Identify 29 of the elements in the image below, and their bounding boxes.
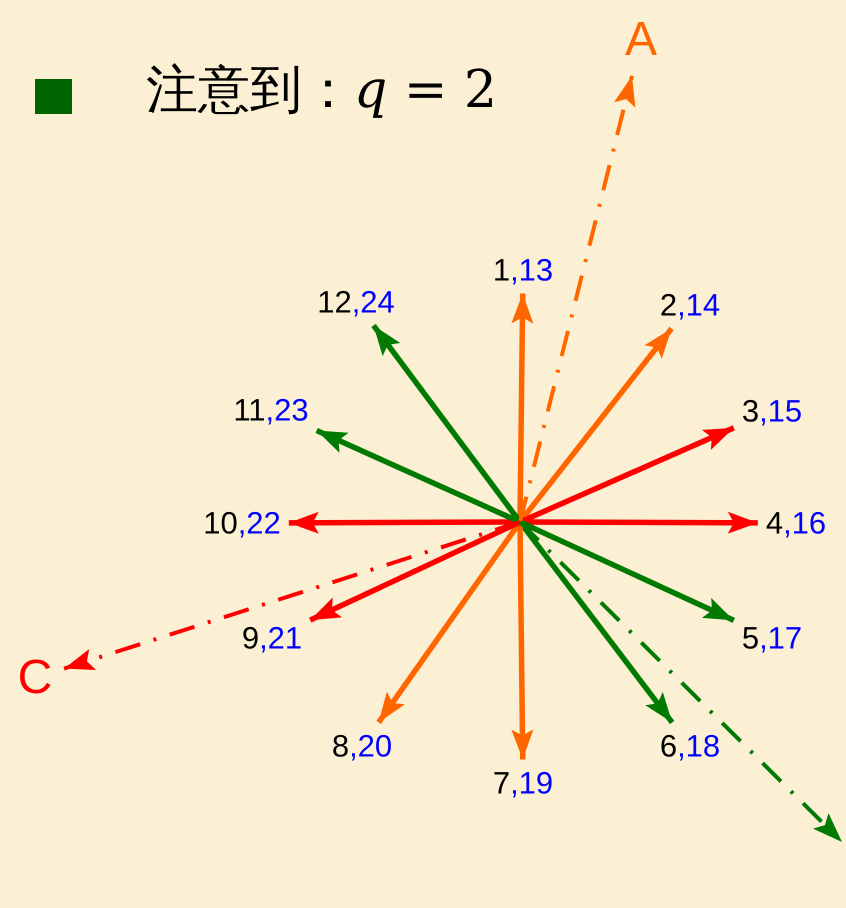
slot-number-pair: ,18 [677,728,720,764]
slot-number: 3 [742,394,760,428]
slot-number-pair: ,14 [677,288,720,322]
slot-number-pair: ,13 [510,252,554,288]
slot-number-pair: ,19 [510,766,554,800]
phase-axis-arrow [63,520,521,671]
slot-number-pair: ,16 [783,506,826,540]
phase-letter: C [18,651,52,704]
slot-number: 10 [203,506,238,540]
slot-number: 9 [242,620,260,656]
slot-number-pair: ,20 [349,728,392,764]
slot-number: 6 [660,728,678,764]
slot-number-pair: ,24 [352,284,395,320]
slot-number: 12 [317,284,352,320]
slot-number: 8 [332,728,350,764]
slot-number: 5 [742,620,760,656]
slot-number: 7 [492,766,510,800]
slot-number-pair: ,23 [266,392,309,428]
title: 注意到：q = 2 [146,62,498,120]
slot-number-pair: ,17 [759,620,802,656]
phase-letter: A [625,13,657,66]
slot-number-pair: ,15 [759,394,802,428]
slot-number: 4 [766,506,784,540]
slot-number: 1 [492,252,510,288]
phase-axis-arrow [518,75,636,522]
slot-number: 11 [233,392,266,428]
slot-number: 2 [660,288,678,322]
slot-number-pair: ,22 [238,506,281,540]
slot-number-pair: ,21 [259,620,302,656]
